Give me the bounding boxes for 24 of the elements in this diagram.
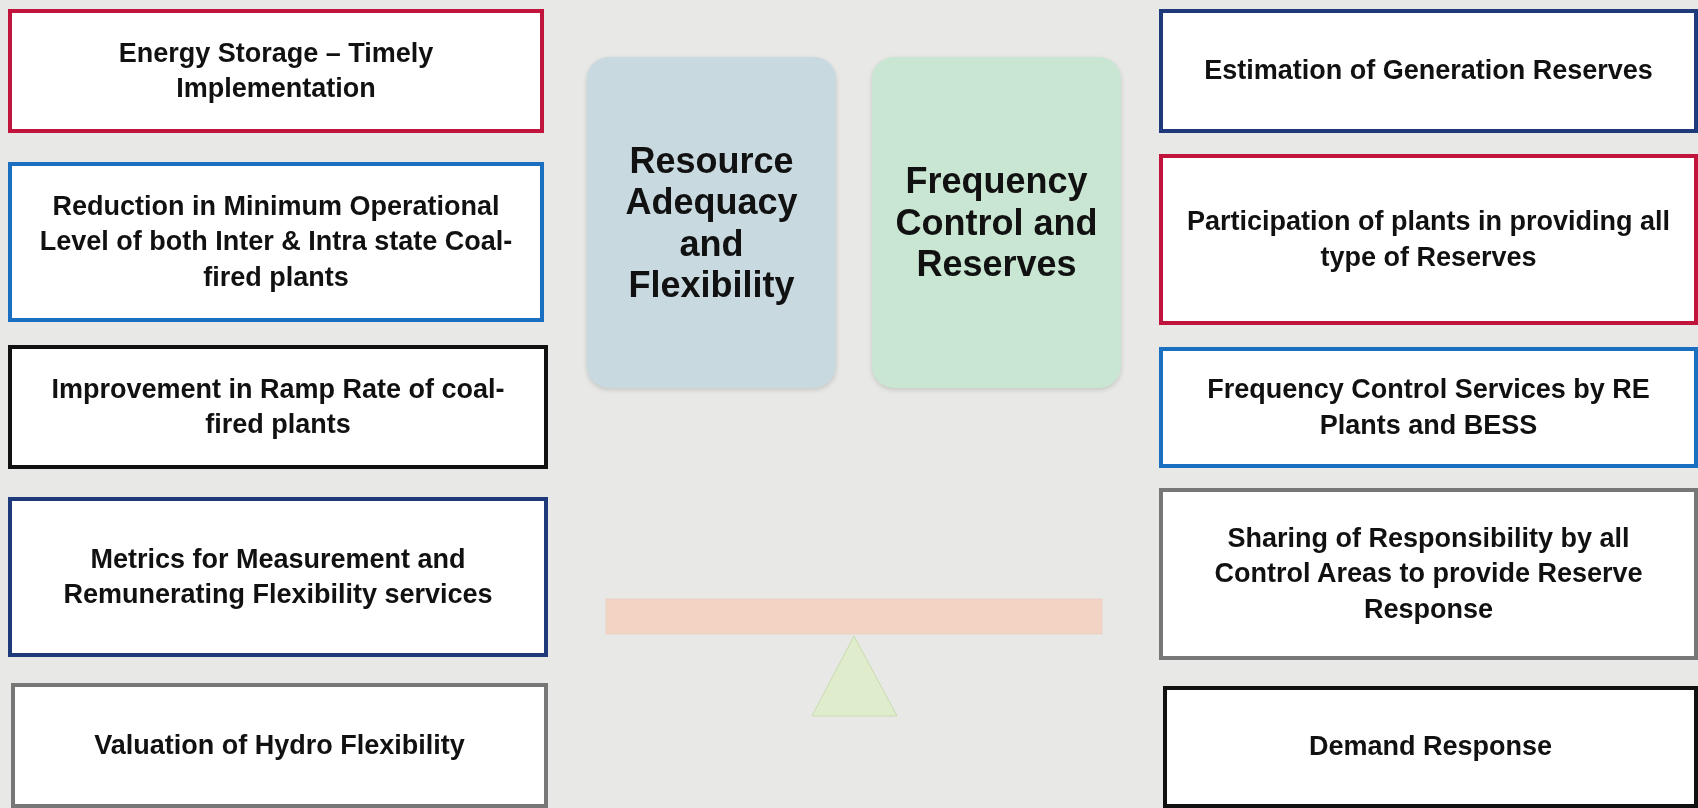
box-text: Energy Storage – Timely Implementation bbox=[117, 36, 435, 105]
box-text: Demand Response bbox=[1308, 730, 1553, 764]
text-box bbox=[1159, 488, 1698, 660]
box-text: Frequency Control and Reserves bbox=[894, 160, 1099, 285]
text-box bbox=[11, 683, 548, 808]
box-text: Participation of plants in providing all type of Reserves bbox=[1185, 205, 1671, 274]
text-box bbox=[1159, 154, 1698, 325]
text-box bbox=[8, 9, 544, 133]
text-box bbox=[1163, 686, 1698, 808]
text-box bbox=[1159, 347, 1698, 468]
text-box bbox=[1159, 9, 1698, 133]
category-card bbox=[872, 57, 1121, 388]
box-text: Estimation of Generation Reserves bbox=[1204, 54, 1653, 88]
box-text: Frequency Control Services by RE Plants and BESS bbox=[1206, 373, 1651, 442]
box-text: Improvement in Ramp Rate of coal-fired plants bbox=[50, 372, 506, 441]
box-text: Sharing of Responsibility by all Control Areas to provide Reserve Response bbox=[1213, 522, 1644, 626]
category-card bbox=[587, 57, 836, 388]
text-box bbox=[8, 497, 548, 657]
text-box bbox=[8, 162, 544, 322]
box-text: Reduction in Minimum Operational Level of both Inter & Intra state Coal-fired plants bbox=[38, 190, 514, 294]
text-box bbox=[8, 345, 548, 469]
box-text: Valuation of Hydro Flexibility bbox=[94, 728, 465, 762]
box-text: Resource Adequacy and Flexibility bbox=[624, 139, 799, 306]
box-text: Metrics for Measurement and Remunerating Flexibility services bbox=[62, 542, 494, 611]
